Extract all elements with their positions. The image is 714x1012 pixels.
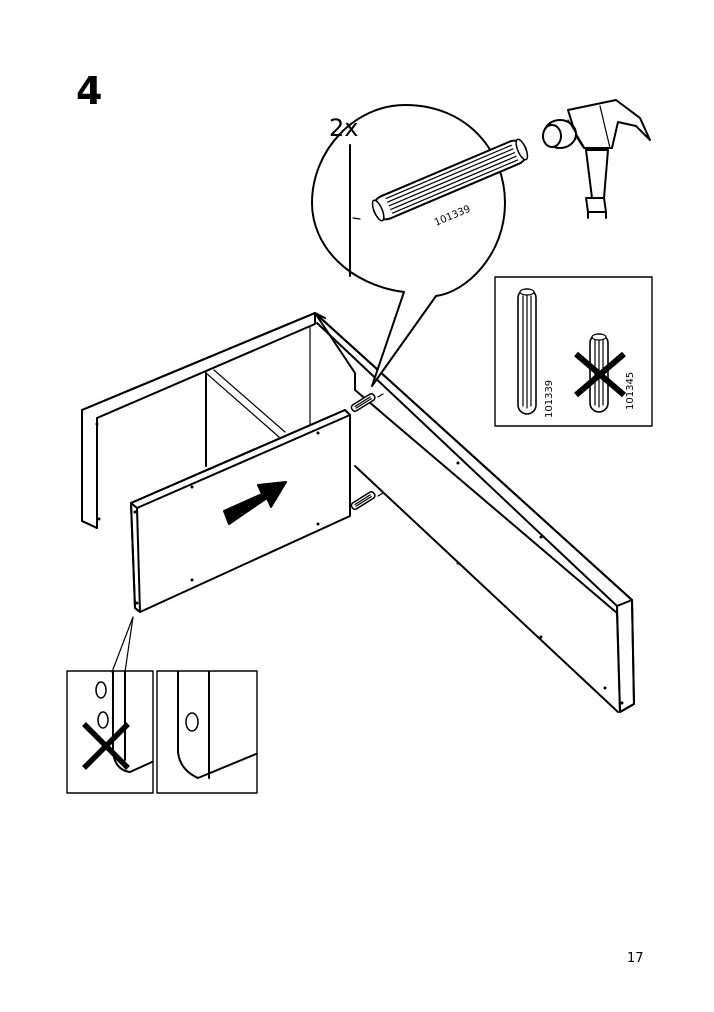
correct-dowel bbox=[517, 288, 537, 415]
direction-arrow-icon bbox=[223, 481, 287, 525]
wrong-cross-icon bbox=[82, 722, 130, 770]
hammer-icon bbox=[542, 99, 651, 219]
magnifier-callout: 101339 bbox=[311, 104, 529, 387]
edge-detail-correct bbox=[156, 670, 258, 794]
wrong-dowel-code: 101345 bbox=[625, 372, 636, 410]
long-side-panel bbox=[314, 312, 635, 713]
dowel-pair bbox=[350, 393, 384, 511]
page-number: 17 bbox=[627, 951, 644, 966]
edge-detail-wrong bbox=[66, 670, 154, 794]
wrong-cross-icon bbox=[574, 351, 626, 398]
correct-dowel-code: 101339 bbox=[544, 380, 555, 418]
step-number: 4 bbox=[76, 69, 103, 113]
dowel-comparison-box: 101339 101345 bbox=[494, 276, 653, 427]
quantity-label: 2x bbox=[329, 114, 358, 142]
